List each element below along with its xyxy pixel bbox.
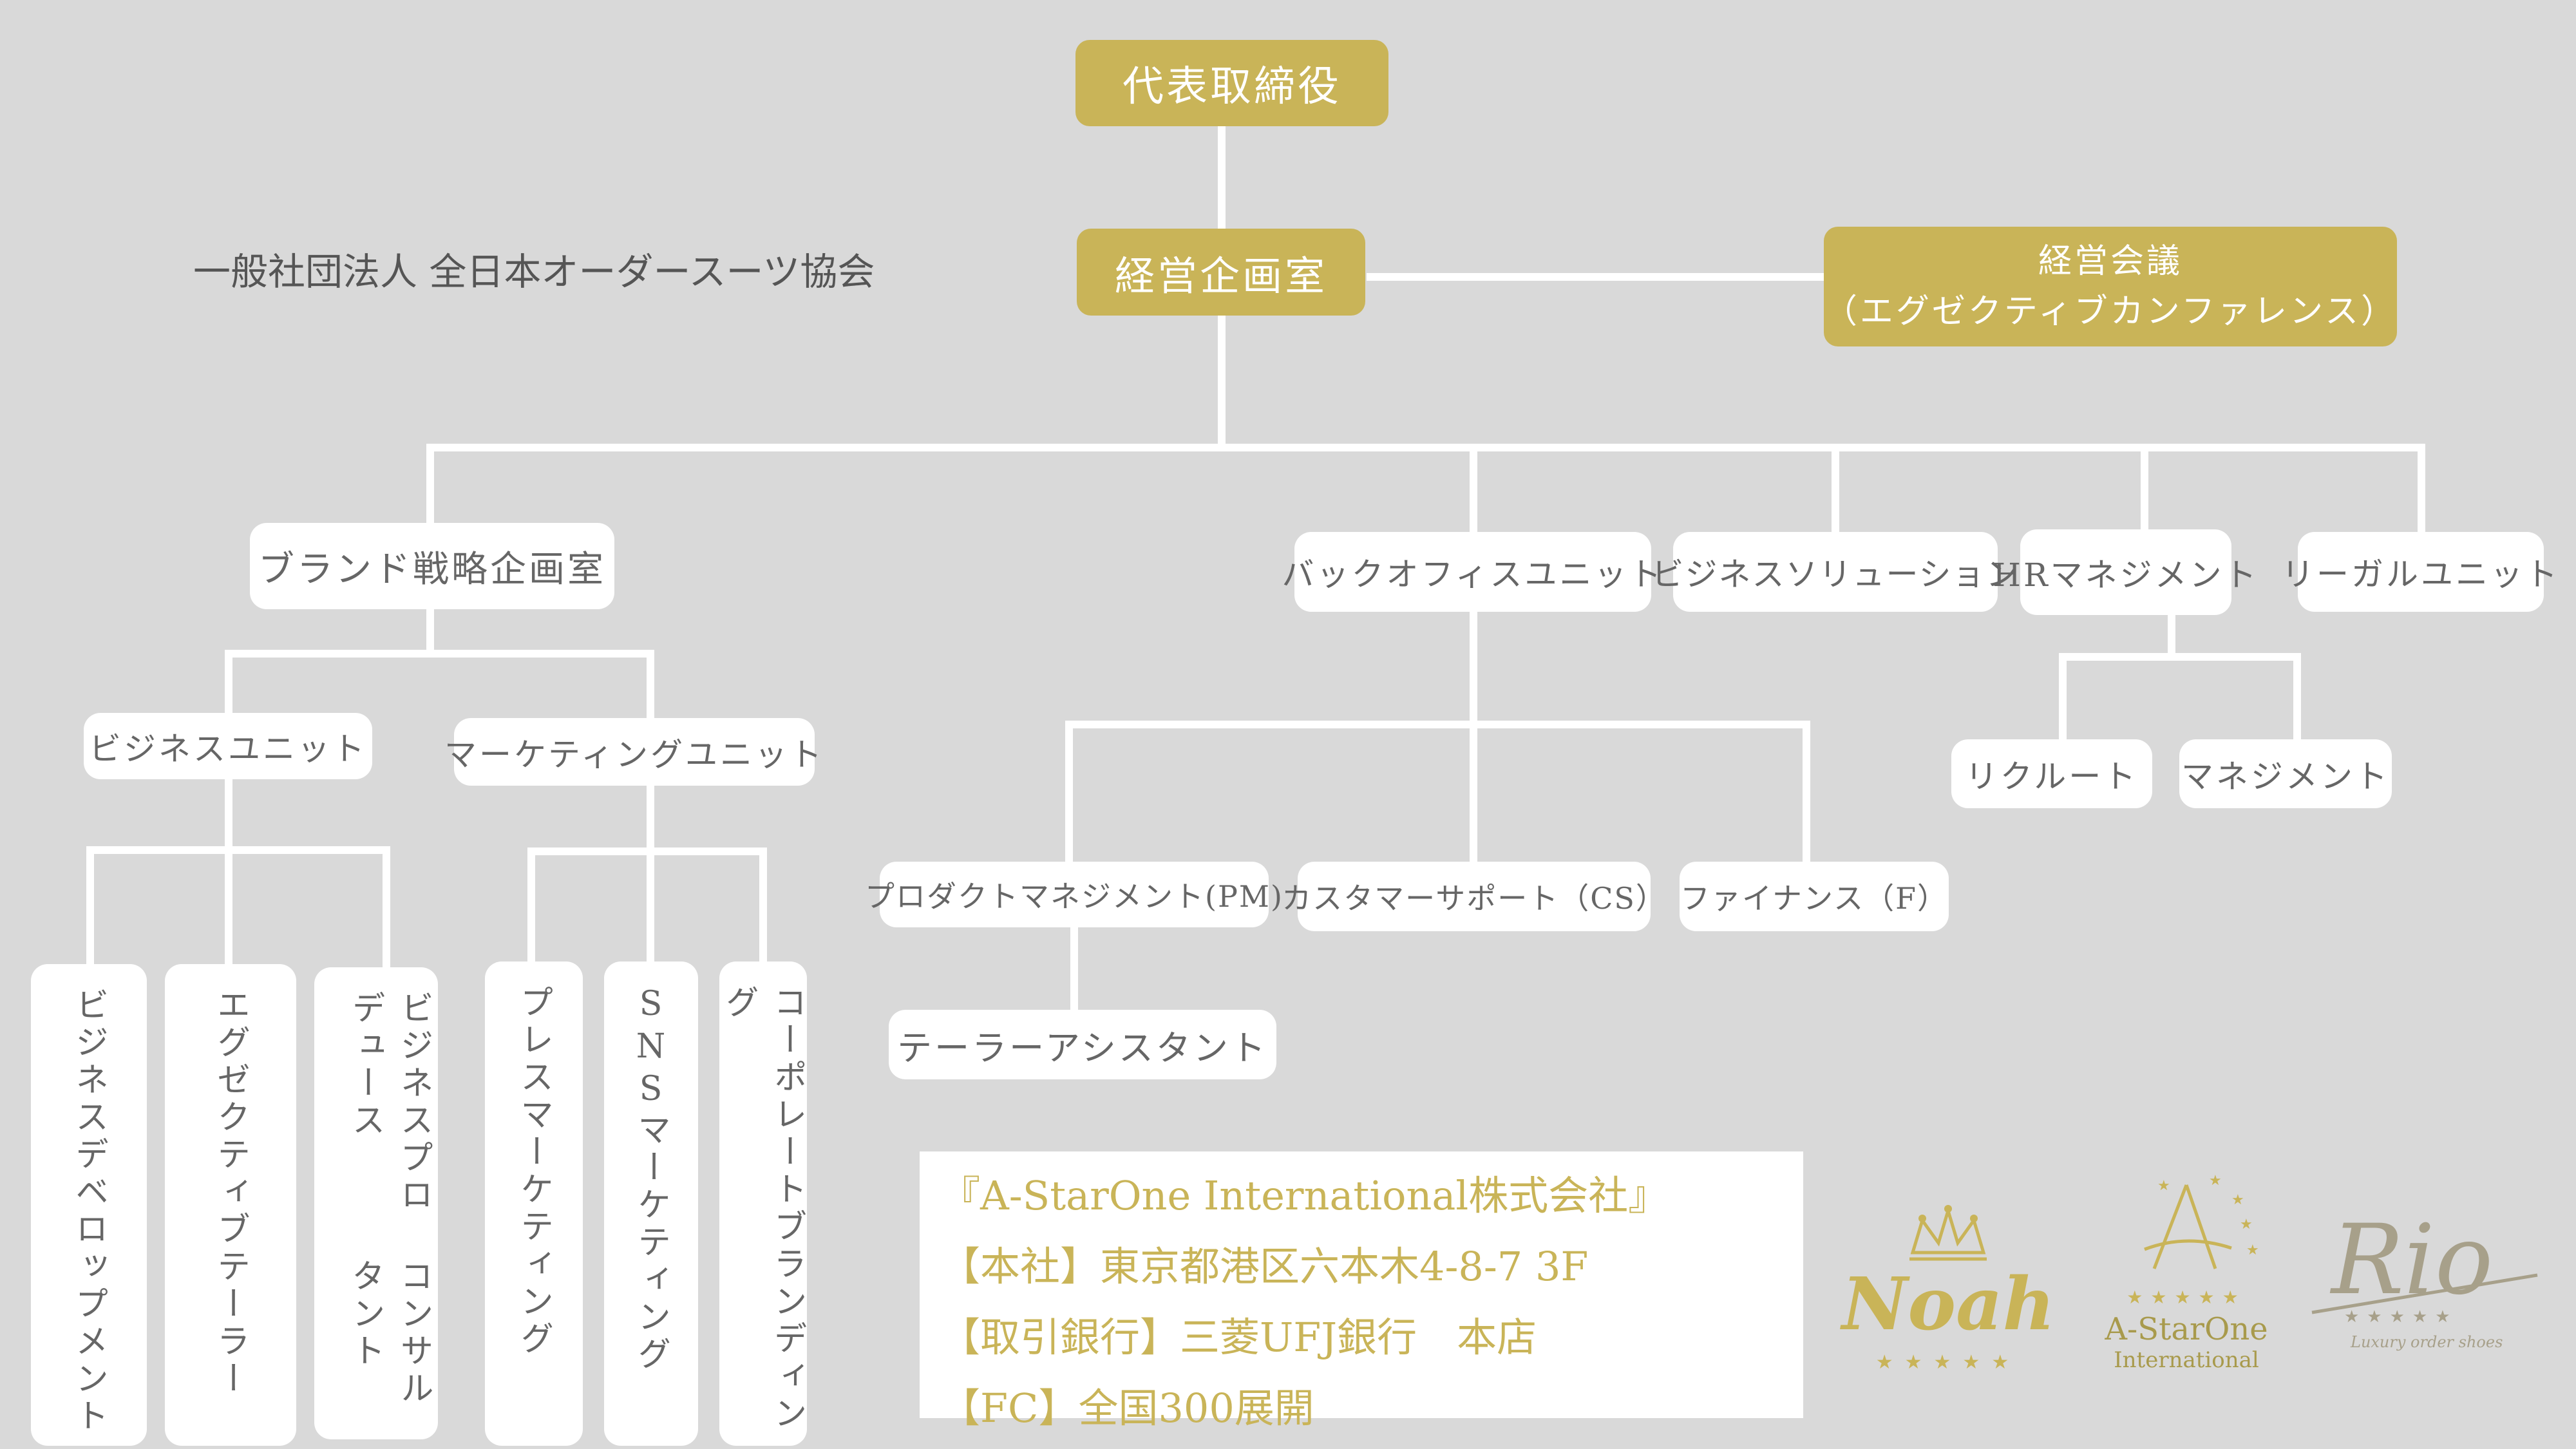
company-info-box: 『A-StarOne International株式会社』 【本社】東京都港区六… xyxy=(920,1151,1803,1432)
node-biz-dev: ビジネスデベロップメント xyxy=(31,964,147,1446)
node-marketing-unit: マーケティングユニット xyxy=(444,718,822,786)
node-tailor-assistant: テーラーアシスタント xyxy=(889,1010,1276,1079)
svg-text:★: ★ xyxy=(2209,1173,2222,1189)
node-business-unit-label: ビジネスユニット xyxy=(89,730,367,768)
rio-subtitle: Luxury order shoes xyxy=(2351,1333,2503,1351)
node-planning: 経営企画室 xyxy=(1077,229,1365,316)
node-recruit-label: リクルート xyxy=(1965,757,2139,795)
node-pm: プロダクトマネジメント(PM) xyxy=(865,862,1282,927)
node-consultant-label-1: コンサルタント xyxy=(346,1258,433,1408)
node-council-label-2: （エグゼクティブカンファレンス） xyxy=(1823,292,2398,331)
company-name: 『A-StarOne International株式会社』 xyxy=(940,1172,1669,1219)
node-council: 経営会議 （エグゼクティブカンファレンス） xyxy=(1824,227,2397,346)
node-hr-label: HRマネジメント xyxy=(1993,556,2259,594)
noah-logo: Noah ★★★★★ xyxy=(1842,1191,2056,1385)
noah-logo-text: Noah xyxy=(1842,1262,2056,1347)
astarone-logo: ★ ★ ★ ★ ★ ★★★★★ A-StarOne International xyxy=(2093,1172,2280,1391)
node-legal-label: リーガルユニット xyxy=(2282,556,2560,593)
company-fc: 【FC】全国300展開 xyxy=(940,1385,1314,1432)
node-finance: ファイナンス（F） xyxy=(1680,862,1949,931)
node-corporate: コーポレートブランディング xyxy=(719,961,807,1446)
node-brand: ブランド戦略企画室 xyxy=(250,523,614,609)
node-ceo: 代表取締役 xyxy=(1075,40,1388,126)
node-exec-tailor-label: エグゼクティブテーラー xyxy=(211,987,250,1398)
crown-icon xyxy=(1909,1205,1987,1261)
organization-name: 一般社団法人 全日本オーダースーツ協会 xyxy=(193,250,875,294)
node-biz-solution: ビジネスソリューション xyxy=(1652,532,2018,612)
node-business-unit: ビジネスユニット xyxy=(84,713,372,779)
node-tailor-assistant-label: テーラーアシスタント xyxy=(897,1027,1268,1068)
node-press-label: プレスマーケティング xyxy=(514,985,553,1358)
astarone-logo-text-2: International xyxy=(2114,1347,2259,1373)
svg-text:★: ★ xyxy=(2240,1217,2253,1233)
svg-text:★: ★ xyxy=(2246,1242,2259,1258)
node-management: マネジメント xyxy=(2179,739,2392,808)
astarone-stars-icon: ★★★★★ xyxy=(2126,1287,2246,1308)
company-hq: 【本社】東京都港区六本木4-8-7 3F xyxy=(940,1243,1589,1290)
a-star-icon: ★ ★ ★ ★ ★ xyxy=(2144,1173,2259,1269)
node-sns-label: SNSマーケティング xyxy=(631,985,670,1374)
node-corporate-label: コーポレートブランディング xyxy=(719,985,806,1433)
swash-icon xyxy=(2311,1273,2538,1314)
node-planning-label: 経営企画室 xyxy=(1114,252,1327,299)
noah-stars-icon: ★★★★★ xyxy=(1875,1351,2021,1374)
node-recruit: リクルート xyxy=(1951,739,2152,808)
node-council-label-1: 経営会議 xyxy=(2038,242,2183,281)
node-consultant: コンサルタント ビジネスプロデュース xyxy=(314,967,438,1439)
node-finance-label: ファイナンス（F） xyxy=(1680,881,1949,916)
node-marketing-unit-label: マーケティングユニット xyxy=(444,735,824,773)
node-sns: SNSマーケティング xyxy=(604,961,698,1446)
rio-logo-text: Rio xyxy=(2331,1204,2494,1316)
rio-logo: Rio ★★★★★ Luxury order shoes xyxy=(2306,1198,2550,1365)
node-pm-label: プロダクトマネジメント(PM) xyxy=(865,879,1283,914)
node-legal: リーガルユニット xyxy=(2282,532,2557,612)
node-brand-label: ブランド戦略企画室 xyxy=(258,548,606,591)
svg-text:★: ★ xyxy=(2157,1178,2170,1194)
rio-stars-icon: ★★★★★ xyxy=(2344,1307,2458,1327)
node-management-label: マネジメント xyxy=(2181,757,2390,795)
node-biz-solution-label: ビジネスソリューション xyxy=(1651,556,2020,593)
node-ceo-label: 代表取締役 xyxy=(1122,63,1341,111)
node-cs: カスタマーサポート（CS） xyxy=(1282,862,1665,931)
node-backoffice-label: バックオフィスユニット xyxy=(1282,556,1664,593)
node-press: プレスマーケティング xyxy=(485,961,583,1446)
node-backoffice: バックオフィスユニット xyxy=(1282,532,1662,612)
node-cs-label: カスタマーサポート（CS） xyxy=(1282,881,1667,916)
node-hr: HRマネジメント xyxy=(1993,529,2257,615)
node-biz-dev-label: ビジネスデベロップメント xyxy=(69,987,108,1435)
company-bank: 【取引銀行】三菱UFJ銀行 本店 xyxy=(940,1314,1537,1361)
node-consultant-label-2: ビジネスプロデュース xyxy=(346,990,433,1215)
node-exec-tailor: エグゼクティブテーラー xyxy=(165,964,296,1446)
astarone-logo-text-1: A-StarOne xyxy=(2105,1311,2268,1347)
svg-text:★: ★ xyxy=(2231,1192,2244,1208)
